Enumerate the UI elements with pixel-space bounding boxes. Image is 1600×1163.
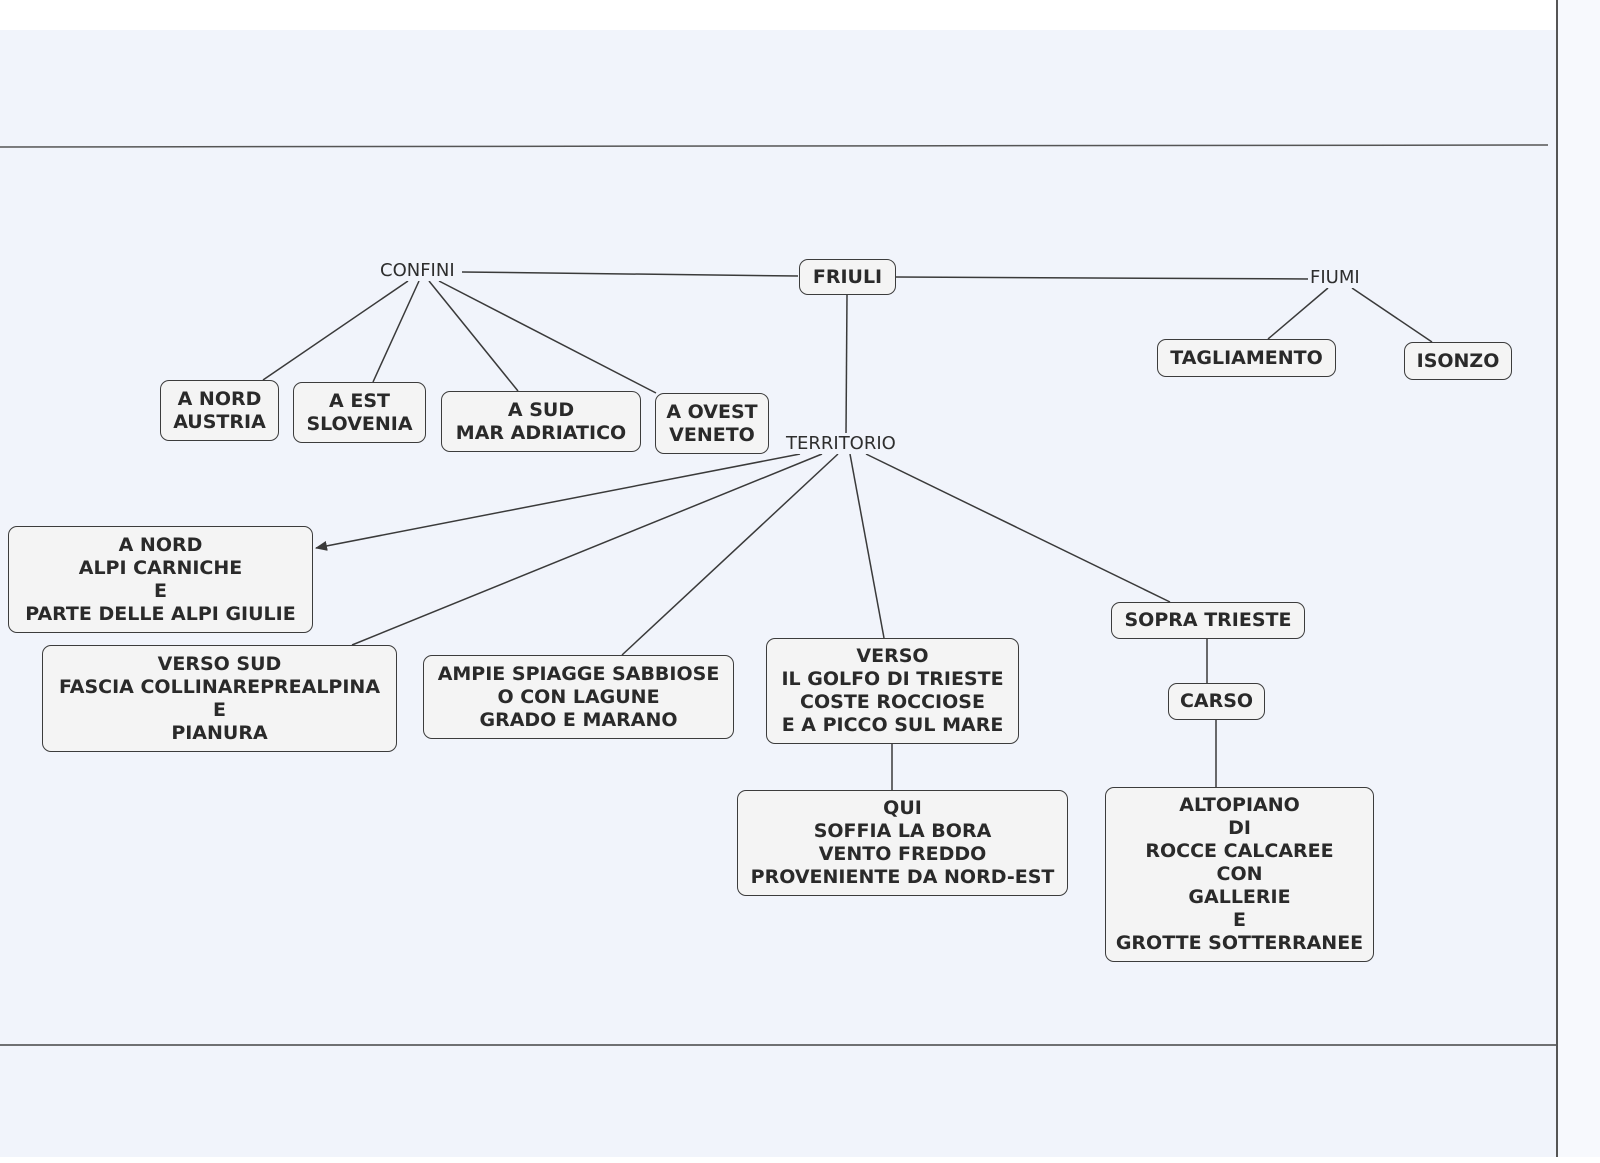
node-line: VERSO SUD: [157, 652, 282, 675]
node-line: CARSO: [1179, 690, 1254, 712]
node-line: ISONZO: [1416, 349, 1500, 372]
scan-top-margin: [0, 0, 1600, 30]
link-territorio-golfo: [849, 453, 885, 639]
node-line: VERSO: [856, 645, 929, 667]
link-confini-est: [372, 280, 420, 383]
node-isonzo: ISONZO: [1404, 342, 1512, 380]
link-confini-friuli: [461, 271, 799, 277]
link-friuli-fiumi: [895, 276, 1311, 280]
node-line: CON: [1216, 863, 1263, 885]
link-territorio-spiagge: [621, 453, 839, 656]
node-line: DI: [1228, 817, 1251, 839]
node-line: E: [154, 579, 167, 602]
node-line: ROCCE CALCAREE: [1145, 840, 1334, 862]
link-confini-nord: [262, 280, 409, 381]
node-line: FASCIA COLLINAREPREALPINA: [58, 675, 381, 698]
node-line: PROVENIENTE DA NORD-EST: [750, 866, 1055, 888]
node-friuli-text: FRIULI: [812, 265, 883, 288]
node-sopra-trieste: SOPRA TRIESTE: [1111, 602, 1305, 639]
node-line: E A PICCO SUL MARE: [781, 714, 1004, 736]
node-bora: QUI SOFFIA LA BORA VENTO FREDDO PROVENIE…: [737, 790, 1068, 896]
node-line: QUI: [883, 797, 922, 819]
node-line: GROTTE SOTTERRANEE: [1115, 932, 1364, 954]
link-confini-sud: [428, 280, 519, 392]
node-friuli: FRIULI: [799, 259, 896, 295]
node-line: GRADO E MARANO: [479, 708, 678, 731]
node-line: A NORD: [118, 533, 203, 556]
node-line: SOPRA TRIESTE: [1124, 609, 1292, 631]
node-line: A EST: [329, 389, 390, 412]
node-line: SLOVENIA: [306, 412, 413, 435]
node-line: SOFFIA LA BORA: [813, 820, 992, 842]
scan-bottom-margin: [0, 1157, 1600, 1163]
node-line: GALLERIE: [1188, 886, 1291, 908]
node-confini-ovest: A OVEST VENETO: [655, 393, 769, 454]
node-confini-sud: A SUD MAR ADRIATICO: [441, 391, 641, 452]
link-friuli-territorio: [845, 294, 848, 435]
link-fiumi-isonzo: [1351, 287, 1433, 343]
node-line: A OVEST: [666, 400, 758, 423]
link-confini-ovest: [438, 280, 657, 394]
link-territorio-trieste: [865, 453, 1171, 603]
node-line: MAR ADRIATICO: [455, 421, 627, 444]
node-line: O CON LAGUNE: [497, 685, 660, 708]
node-confini-nord: A NORD AUSTRIA: [160, 380, 279, 441]
node-line: ALPI CARNICHE: [78, 556, 243, 579]
link-territorio-pianura: [351, 453, 823, 646]
node-line: VENETO: [669, 423, 755, 446]
node-line: IL GOLFO DI TRIESTE: [781, 668, 1004, 690]
label-fiumi: FIUMI: [1308, 267, 1362, 288]
node-tagliamento: TAGLIAMENTO: [1157, 339, 1336, 377]
node-line: TAGLIAMENTO: [1170, 346, 1323, 369]
node-line: VENTO FREDDO: [818, 843, 987, 865]
node-spiagge: AMPIE SPIAGGE SABBIOSE O CON LAGUNE GRAD…: [423, 655, 734, 739]
node-line: ALTOPIANO: [1179, 794, 1300, 816]
page-rule-top: [0, 144, 1549, 148]
node-line: A SUD: [507, 398, 575, 421]
node-carso: CARSO: [1168, 683, 1265, 720]
label-confini: CONFINI: [378, 260, 457, 281]
node-line: AMPIE SPIAGGE SABBIOSE: [437, 662, 720, 685]
node-line: A NORD: [177, 387, 262, 410]
link-fiumi-tagliamento: [1267, 287, 1329, 340]
node-line: E: [213, 698, 226, 721]
node-altopiano: ALTOPIANO DI ROCCE CALCAREE CON GALLERIE…: [1105, 787, 1374, 962]
node-line: COSTE ROCCIOSE: [800, 691, 985, 713]
node-alpi: A NORD ALPI CARNICHE E PARTE DELLE ALPI …: [8, 526, 313, 633]
node-line: E: [1233, 909, 1246, 931]
node-line: PARTE DELLE ALPI GIULIE: [25, 602, 296, 625]
node-confini-est: A EST SLOVENIA: [293, 382, 426, 443]
link-territorio-alpi: [315, 453, 801, 551]
node-pianura: VERSO SUD FASCIA COLLINAREPREALPINA E PI…: [42, 645, 397, 752]
node-line: PIANURA: [171, 721, 268, 744]
scan-right-margin: [1556, 0, 1600, 1163]
node-golfo: VERSO IL GOLFO DI TRIESTE COSTE ROCCIOSE…: [766, 638, 1019, 744]
node-line: AUSTRIA: [173, 410, 266, 433]
label-territorio: TERRITORIO: [784, 433, 898, 454]
